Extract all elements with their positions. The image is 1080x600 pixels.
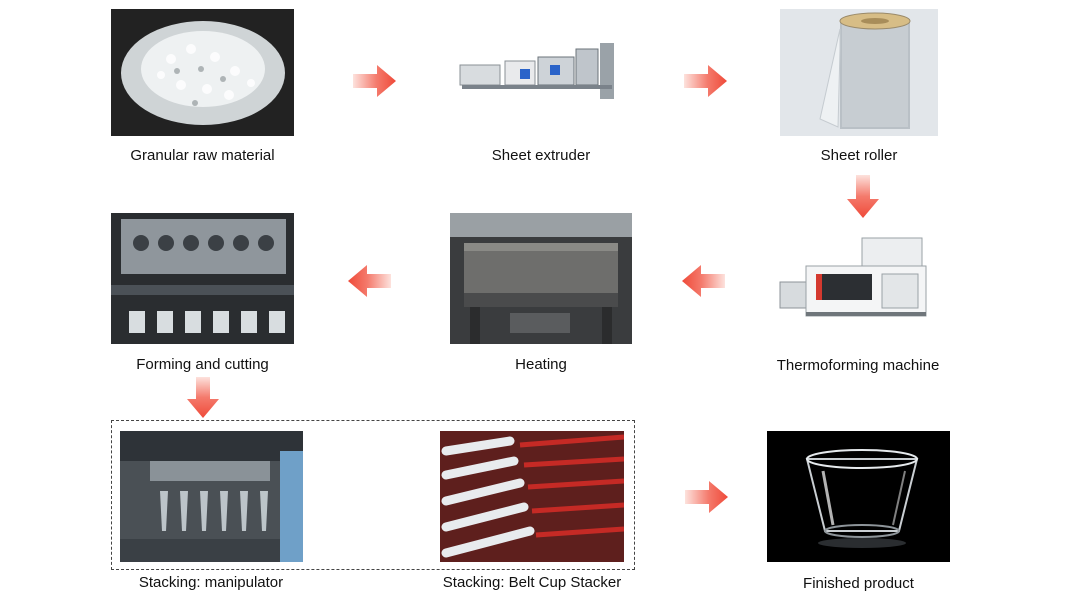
- arrow-left-icon: [682, 264, 725, 298]
- arrow-down-icon: [846, 175, 880, 218]
- step-label: Granular raw material: [130, 147, 275, 164]
- arrow-down-icon: [186, 377, 220, 418]
- sheet-extruder-image: [450, 35, 632, 110]
- stacking-options-group: [111, 420, 635, 570]
- step-label: Heating: [515, 356, 567, 373]
- step-label: Finished product: [803, 575, 914, 592]
- step-label: Thermoforming machine: [776, 357, 940, 374]
- arrow-left-icon: [348, 264, 391, 298]
- step-label: Sheet extruder: [491, 147, 591, 164]
- step-label: Forming and cutting: [136, 356, 269, 373]
- step-label: Stacking: Belt Cup Stacker: [442, 574, 622, 591]
- stacking-manipulator-image: [120, 431, 303, 562]
- clear-plastic-cup-image: [767, 431, 950, 562]
- arrow-right-icon: [353, 64, 396, 98]
- arrow-right-icon: [685, 480, 728, 514]
- arrow-right-icon: [684, 64, 727, 98]
- forming-cutting-image: [111, 213, 294, 344]
- step-label: Sheet roller: [820, 147, 898, 164]
- thermoforming-machine-image: [772, 230, 944, 322]
- belt-cup-stacker-image: [440, 431, 624, 562]
- plastic-pellets-image: [111, 9, 294, 136]
- sheet-roll-image: [780, 9, 938, 136]
- step-label: Stacking: manipulator: [138, 574, 284, 591]
- heating-press-image: [450, 213, 632, 344]
